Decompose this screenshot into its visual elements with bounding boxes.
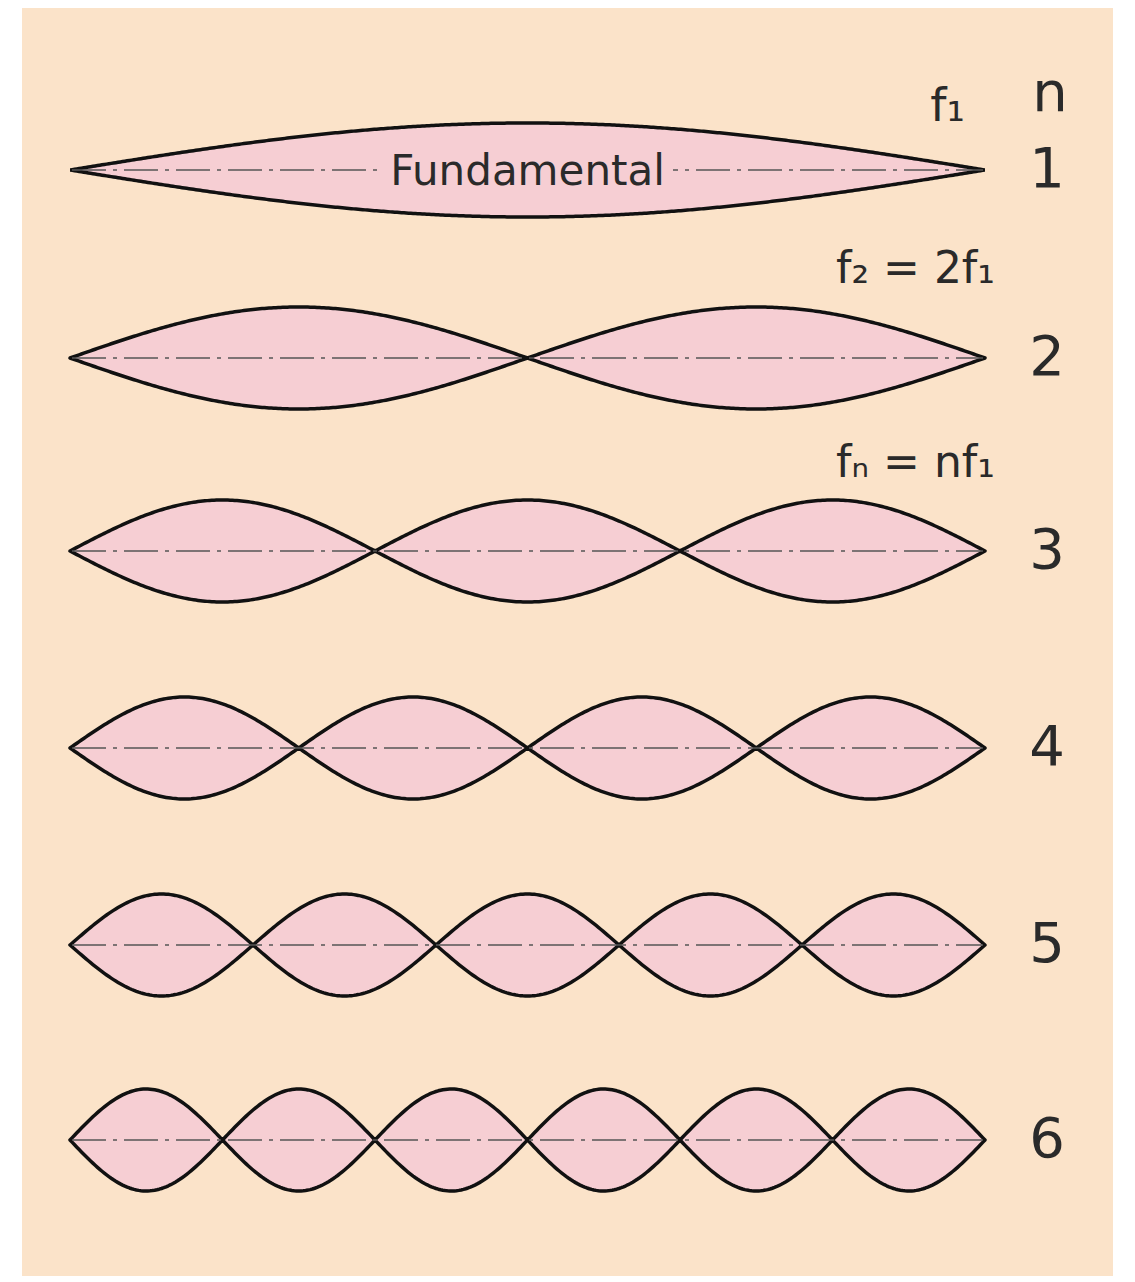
harmonic-wave [70,500,985,602]
frequency-label: f₁ [930,80,965,131]
wave-envelope [70,697,985,799]
harmonic-number: 6 [1029,1107,1065,1169]
frequency-formula: fₙ = nf₁ [836,438,995,486]
harmonic-number: 4 [1029,715,1065,777]
wave-envelope [70,307,985,409]
harmonic-wave [70,307,985,409]
harmonic-number: 1 [1029,137,1065,199]
harmonic-number: 2 [1029,325,1065,387]
harmonic-wave [70,697,985,799]
center-line [72,747,983,749]
harmonic-number: 3 [1029,518,1065,580]
harmonic-number: 5 [1029,912,1065,974]
wave-envelope [70,1089,985,1191]
center-line [72,1139,983,1141]
center-line [72,944,983,946]
wave-envelope [70,894,985,996]
panel-ground [22,8,1113,1276]
column-heading: n [1032,61,1068,123]
harmonic-wave [70,894,985,996]
wave-title: Fundamental [382,146,673,195]
frequency-formula: f₂ = 2f₁ [836,244,995,292]
harmonic-wave [70,1089,985,1191]
wave-lobe [70,123,985,217]
wave-envelope [70,500,985,602]
center-line [72,357,983,359]
fundamental-wave: Fundamental [70,120,985,220]
center-line [72,550,983,552]
